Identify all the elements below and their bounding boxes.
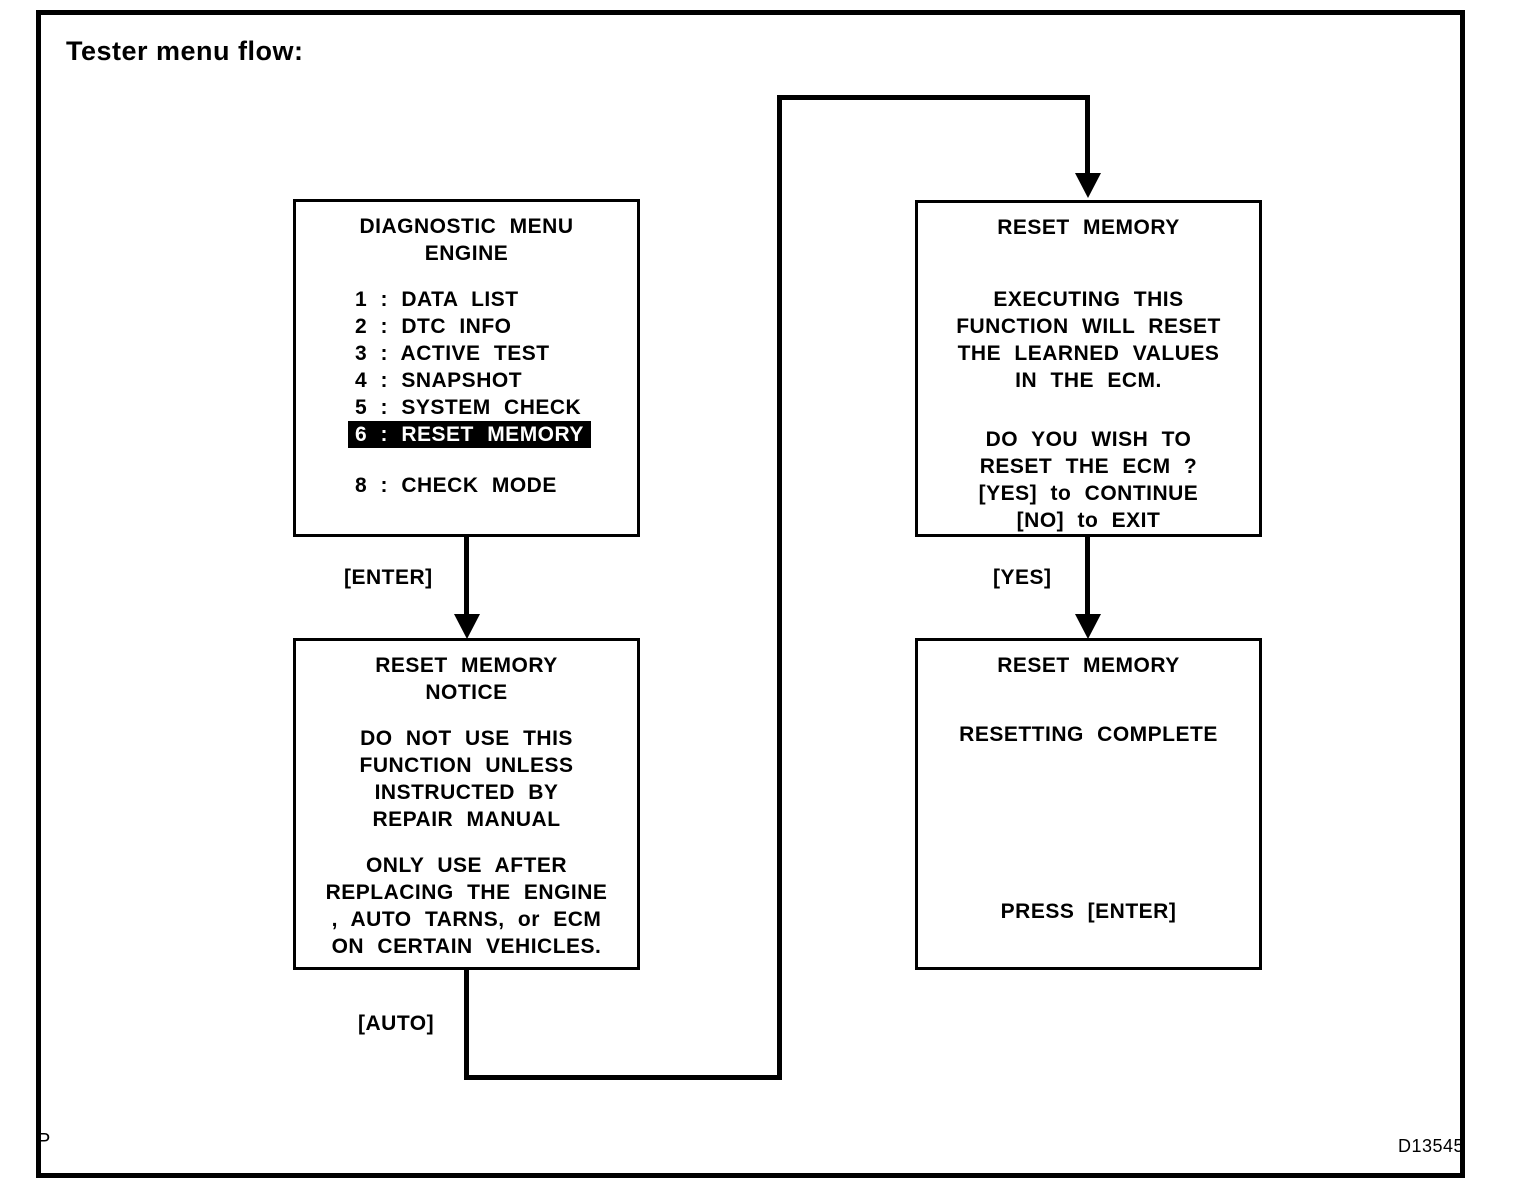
menu-item: 5 : SYSTEM CHECK [355, 396, 582, 419]
screen-text-line: FUNCTION WILL RESET [956, 315, 1221, 338]
spacer [918, 679, 1259, 721]
spacer [296, 833, 637, 852]
screen-text-line: IN THE ECM. [1015, 369, 1162, 392]
selected-item-highlight: 6 : RESET MEMORY [348, 421, 591, 448]
screen-text-line: RESET THE ECM ? [979, 455, 1198, 478]
screen-text-line: FUNCTION UNLESS [359, 754, 574, 777]
figure-border [36, 10, 1465, 1178]
screen-text-line: INSTRUCTED BY [374, 781, 559, 804]
menu-item-list: 1 : DATA LIST 2 : DTC INFO 3 : ACTIVE TE… [296, 286, 637, 499]
screen-header-line: DIAGNOSTIC MENU [359, 215, 574, 238]
screen-text-line: [NO] to EXIT [1016, 509, 1161, 532]
spacer [355, 448, 637, 472]
screen-text-line: PRESS [ENTER] [1000, 900, 1177, 923]
arrow-enter-line [464, 537, 469, 616]
screen-header-line: ENGINE [424, 242, 509, 265]
screen-header-line: RESET MEMORY [997, 654, 1180, 677]
screen-text-line: ON CERTAIN VEHICLES. [331, 935, 602, 958]
screen-text-line: ONLY USE AFTER [365, 854, 568, 877]
spacer [918, 394, 1259, 426]
connector-auto-segment-down [464, 970, 469, 1080]
arrow-down-icon [1075, 173, 1101, 198]
screen-text-line: THE LEARNED VALUES [957, 342, 1220, 365]
arrow-yes-line [1085, 537, 1090, 616]
menu-item: 1 : DATA LIST [355, 288, 519, 311]
figure-code: D13545 [1398, 1136, 1465, 1156]
screen-text-line: , AUTO TARNS, or ECM [331, 908, 602, 931]
menu-item: 2 : DTC INFO [355, 315, 512, 338]
screen-text-line: REPAIR MANUAL [372, 808, 561, 831]
screen-text-line: REPLACING THE ENGINE [325, 881, 608, 904]
screen-header-line: RESET MEMORY [997, 216, 1180, 239]
screen-reset-memory-notice: RESET MEMORY NOTICE DO NOT USE THIS FUNC… [293, 638, 640, 970]
label-auto-key: [AUTO] [358, 1012, 435, 1035]
menu-item: 4 : SNAPSHOT [355, 369, 523, 392]
connector-auto-segment-into-confirm [1085, 95, 1090, 175]
spacer [918, 241, 1259, 286]
spacer [918, 748, 1259, 898]
connector-auto-segment-top [777, 95, 1089, 100]
spacer [296, 706, 637, 725]
screen-text-line: [YES] to CONTINUE [978, 482, 1199, 505]
arrow-down-icon [454, 614, 480, 639]
page-marker: P [37, 1130, 51, 1152]
menu-item-selected: 6 : RESET MEMORY [348, 421, 637, 448]
screen-header-line: RESET MEMORY [375, 654, 558, 677]
screen-text-line: DO YOU WISH TO [985, 428, 1192, 451]
connector-auto-segment-bottom [464, 1075, 782, 1080]
label-enter-key: [ENTER] [344, 566, 433, 589]
figure-title: Tester menu flow: [66, 36, 304, 66]
label-yes-key: [YES] [993, 566, 1052, 589]
screen-reset-memory-confirm: RESET MEMORY EXECUTING THIS FUNCTION WIL… [915, 200, 1262, 537]
screen-resetting-complete: RESET MEMORY RESETTING COMPLETE PRESS [E… [915, 638, 1262, 970]
screen-text-line: EXECUTING THIS [993, 288, 1184, 311]
screen-text-line: DO NOT USE THIS [360, 727, 573, 750]
screen-header-line: NOTICE [425, 681, 508, 704]
menu-item: 8 : CHECK MODE [355, 474, 557, 497]
spacer [296, 267, 637, 286]
arrow-down-icon [1075, 614, 1101, 639]
menu-item: 3 : ACTIVE TEST [355, 342, 550, 365]
connector-auto-segment-up [777, 95, 782, 1080]
screen-text-line: RESETTING COMPLETE [959, 723, 1218, 746]
screen-diagnostic-menu: DIAGNOSTIC MENU ENGINE 1 : DATA LIST 2 :… [293, 199, 640, 537]
